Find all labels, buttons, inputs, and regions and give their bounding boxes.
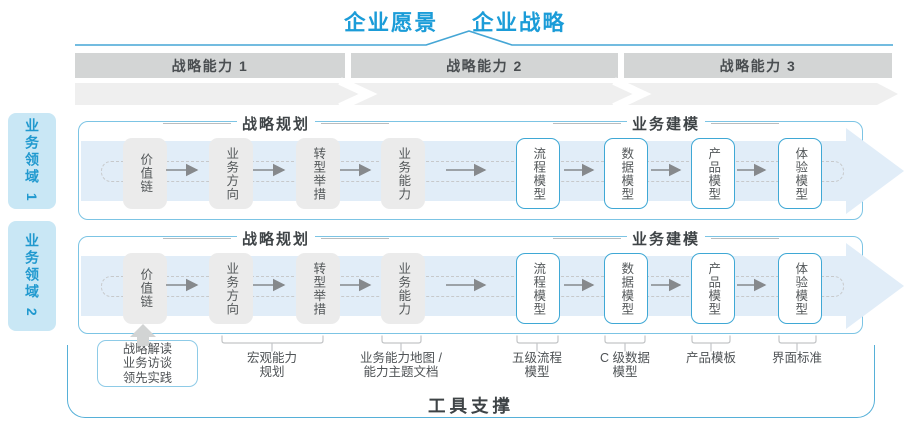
vision-title: 企业愿景: [343, 11, 438, 35]
node-business-direction: 业务方向: [209, 138, 253, 209]
tool-support-label: 工具支撑: [428, 396, 514, 416]
modeling-header: 业务建模: [552, 113, 780, 134]
node-product-model: 产品模型: [691, 253, 735, 324]
modeling-header: 业务建模: [552, 228, 780, 249]
domain-label: 业务领域 1: [24, 118, 40, 204]
note-capability-map: 业务能力地图 / 能力主题文档: [360, 351, 442, 380]
capability-label: 战略能力 2: [446, 57, 523, 74]
node-process-model: 流程模型: [516, 253, 560, 324]
node-business-capability: 业务能力: [381, 253, 425, 324]
note-process-model: 五级流程 模型: [511, 351, 563, 380]
value-link-1: 价值环节 1: [174, 87, 246, 103]
node-value-chain: 价值链: [123, 253, 167, 324]
flow-arrowhead-icon: [846, 243, 904, 329]
node-process-model: 流程模型: [516, 138, 560, 209]
planning-header: 战略规划: [162, 113, 390, 134]
note-data-model: C 级数据 模型: [599, 351, 651, 380]
domain-tab-2: 业务领域 2: [8, 221, 56, 331]
flow-arrowhead-icon: [846, 128, 904, 214]
capability-band-1: 战略能力 1: [75, 53, 345, 78]
node-business-capability: 业务能力: [381, 138, 425, 209]
value-link-2: 价值环节 2: [448, 87, 520, 103]
chevron-icon: [612, 77, 652, 111]
note-product-template: 产品模板: [685, 351, 737, 365]
node-product-model: 产品模型: [691, 138, 735, 209]
node-value-chain: 价值链: [123, 138, 167, 209]
capability-label: 战略能力 1: [171, 57, 249, 74]
node-transformation: 转型举措: [296, 253, 340, 324]
capability-band-3: 战略能力 3: [624, 53, 892, 78]
capability-band-2: 战略能力 2: [351, 53, 618, 78]
business-row-2-panel: 价值链 业务方向 转型举措 业务能力 流程模型 数据模型 产品模型 体验模型 战…: [78, 228, 904, 334]
strategy-inputs-box: 战略解读 业务访谈 领先实践: [97, 340, 198, 387]
note-macro-capability: 宏观能力 规划: [246, 351, 298, 380]
chevron-icon: [338, 77, 378, 111]
node-experience-model: 体验模型: [778, 138, 822, 209]
business-row-1-panel: 价值链 业务方向 转型举措 业务能力 流程模型 数据模型 产品模型 体验模型 战…: [78, 113, 904, 220]
node-data-model: 数据模型: [604, 138, 648, 209]
domain-tab-1: 业务领域 1: [8, 113, 56, 209]
planning-header: 战略规划: [162, 228, 390, 249]
domain-label: 业务领域 2: [24, 233, 40, 319]
node-experience-model: 体验模型: [778, 253, 822, 324]
capability-label: 战略能力 3: [719, 57, 797, 74]
node-business-direction: 业务方向: [209, 253, 253, 324]
dashed-track: [101, 276, 844, 297]
note-ui-standard: 界面标准: [771, 351, 823, 365]
page-title: 企业愿景 企业战略: [0, 6, 910, 37]
strategy-title: 企业战略: [472, 11, 567, 35]
node-transformation: 转型举措: [296, 138, 340, 209]
value-link-3: 价值环节 3: [722, 87, 794, 103]
tool-support-container: [67, 345, 875, 418]
node-data-model: 数据模型: [604, 253, 648, 324]
dashed-track: [101, 161, 844, 182]
